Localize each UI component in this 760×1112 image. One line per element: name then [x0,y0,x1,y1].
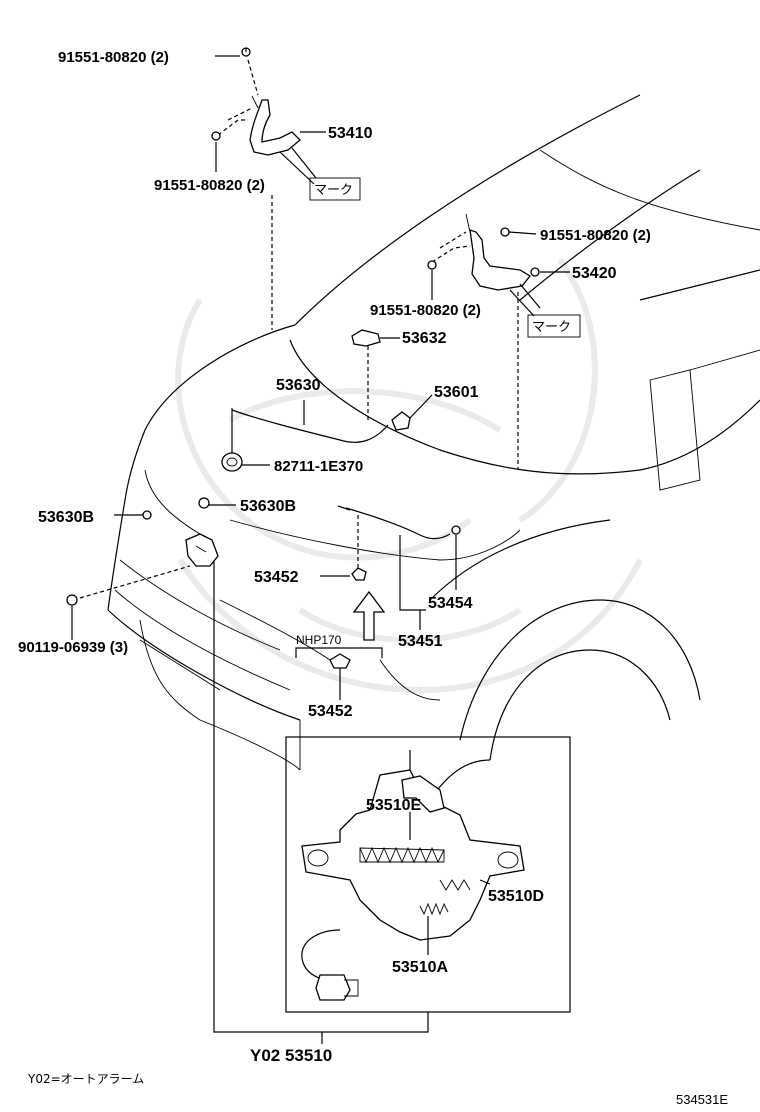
hood-lock-on-car [79,533,219,599]
label-clip-right: 53630B [240,498,296,515]
label-cable-end: 53454 [428,595,473,612]
label-lock-spring-a: 53510A [392,959,448,976]
car-body-outline [107,94,760,801]
release-cable [337,505,461,540]
retainer-variant-part [329,653,351,669]
hood-lock-detail [301,769,525,1001]
label-hood-stay: 53630 [276,377,321,394]
bolt-lock-part [66,594,78,606]
label-lock-spring-e: 53510E [366,797,421,814]
label-release-handle: 53601 [434,384,479,401]
label-bolt-top: 91551-80820 (2) [58,49,169,66]
stay-holder-part [351,329,381,347]
label-bolt-right-bottom: 91551-80820 (2) [370,302,481,319]
watermark-emblem [175,258,643,694]
label-hinge-left: 53410 [328,125,373,142]
label-clip-left: 53630B [38,509,94,526]
label-hinge-right: 53420 [572,265,617,282]
hinge-right [427,213,540,291]
diagram-id: 534531E [676,1092,728,1107]
label-lock-spring-d: 53510D [488,888,544,905]
cushion-part [221,452,243,472]
label-stay-holder: 53632 [402,330,447,347]
label-mark-left: マーク [314,183,353,198]
detail-box [285,736,571,1013]
release-handle-part [391,411,411,431]
label-bolt-right-top: 91551-80820 (2) [540,227,651,244]
label-retainer: 53452 [254,569,299,586]
direction-arrow [352,590,386,641]
label-lock-assy: Y02 53510 [250,1046,332,1065]
clip-left-part [142,510,152,520]
hinge-left [211,47,301,156]
clip-right-part [198,497,210,509]
label-mark-right: マーク [532,320,571,335]
label-cushion: 82711-1E370 [274,458,363,475]
retainer-part [351,567,367,581]
label-bolt-top-left: 91551-80820 (2) [154,177,265,194]
label-release-cable: 53451 [398,633,443,650]
hood-stay-rod [231,400,389,455]
label-retainer-variant: 53452 [308,703,353,720]
footnote: Y02=オートアラーム [27,1072,144,1086]
label-bolt-lock: 90119-06939 (3) [18,639,128,656]
label-variant: NHP170 [296,633,342,647]
